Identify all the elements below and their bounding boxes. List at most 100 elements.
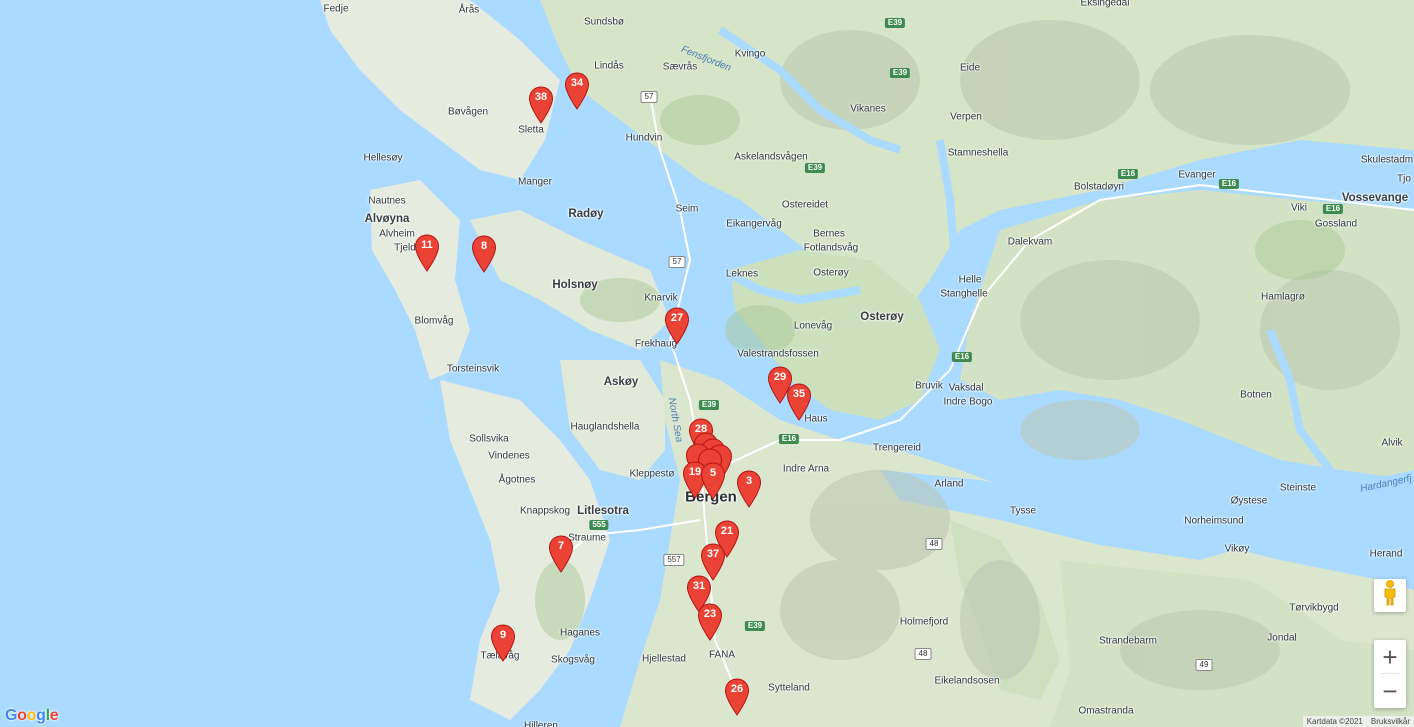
marker-label: 35 [792,388,806,400]
logo-letter: g [36,707,46,724]
marker-pin-icon [548,535,574,573]
place-label-skulestadmo: Skulestadm [1360,154,1414,166]
map-marker-31[interactable]: 31 [686,575,712,613]
place-label-leknes: Leknes [725,268,759,280]
road-shield: 557 [663,554,685,566]
marker-pin-icon [697,603,723,641]
map-marker-37[interactable]: 37 [700,543,726,581]
place-label-sundsbo: Sundsbø [583,16,625,28]
place-label-vikanes: Vikanes [850,103,886,115]
map-marker-27[interactable]: 27 [664,307,690,345]
road-shield: E16 [778,434,800,444]
place-label-seim: Seim [675,203,699,215]
place-label-knappskog: Knappskog [519,505,571,517]
road-shield: E16 [1218,179,1240,189]
road-shield: 555 [589,520,609,530]
map-marker-35[interactable]: 35 [786,383,812,421]
place-label-indre_arna: Indre Arna [782,463,830,475]
place-label-eikangervag: Eikangervåg [726,218,782,230]
place-label-botnen: Botnen [1240,389,1272,401]
place-label-frekhaug: Frekhaug [634,338,678,350]
place-label-oystese: Øystese [1230,495,1268,507]
place-label-verpen: Verpen [950,111,982,123]
map-marker-9[interactable]: 9 [490,624,516,662]
marker-label: 23 [703,608,717,620]
place-label-nautnes: Nautnes [368,195,406,207]
land-western-islands [320,0,560,180]
marker-pin-icon [471,235,497,273]
place-label-alvheim: Alvheim [379,228,415,240]
place-label-haus: Haus [804,413,828,425]
marker-label: 19 [688,466,702,478]
place-label-sletta: Sletta [518,124,544,136]
place-label-omastranda: Omastranda [1078,705,1134,717]
place-label-fana: FANA [708,649,736,661]
place-label-manger: Manger [518,176,552,188]
place-label-stanghelle: Stanghelle [940,288,988,300]
place-label-askoy: Askøy [603,376,639,388]
place-label-hjellestad: Hjellestad [642,653,686,665]
marker-pin-icon [724,678,750,716]
place-label-eksingedal: Eksingedal [1080,0,1130,9]
map-marker-29[interactable]: 29 [767,366,793,404]
marker-label: 38 [534,91,548,103]
place-label-indre_bogo: Indre Bogo [943,396,993,408]
zoom-control: + − [1374,640,1406,708]
map-marker-23[interactable]: 23 [697,603,723,641]
map-marker-21[interactable]: 21 [714,520,740,558]
road-shield: E16 [1117,169,1139,179]
map-marker-5[interactable]: 5 [700,462,726,500]
google-logo[interactable]: Google [5,707,59,725]
map-marker-8[interactable]: 8 [471,235,497,273]
place-label-eikelandsosen: Eikelandsosen [934,675,1000,687]
logo-letter: l [45,707,50,724]
marker-label: 9 [499,629,507,641]
place-label-hilleren: Hilleren [524,720,558,727]
map-marker-11[interactable]: 11 [414,234,440,272]
place-label-lonevag: Lonevåg [793,320,833,332]
map-marker-26[interactable]: 26 [724,678,750,716]
marker-label: 28 [694,423,708,435]
road-shield: 49 [1195,659,1213,671]
marker-label: 8 [480,240,488,252]
marker-pin-icon [700,543,726,581]
place-label-alvik: Alvik [1381,437,1403,449]
logo-letter: e [49,707,59,724]
place-label-trengereid: Trengereid [873,442,921,454]
place-label-tysse: Tysse [1009,505,1037,517]
place-label-agotnes: Ågotnes [498,474,536,486]
terms-link[interactable]: Bruksvilkår [1370,717,1410,726]
marker-label: 7 [557,540,565,552]
place-label-skogsvag: Skogsvåg [551,654,595,666]
place-label-sollsvika: Sollsvika [469,433,509,445]
street-view-pegman-button[interactable] [1374,579,1406,612]
place-label-hamlagro: Hamlagrø [1261,291,1305,303]
map-marker-7[interactable]: 7 [548,535,574,573]
place-label-strandebarm: Strandebarm [1099,635,1157,647]
road-shield: E39 [889,68,911,78]
marker-pin-icon [700,462,726,500]
place-label-straume: Straume [568,532,606,544]
map-marker-34[interactable]: 34 [564,72,590,110]
road-shield: E39 [744,621,766,631]
zoom-out-button[interactable]: − [1382,675,1398,706]
place-label-valestrandsfossen: Valestrandsfossen [737,348,819,360]
map-marker-38[interactable]: 38 [528,86,554,124]
road-shield: E16 [951,352,973,362]
road-shield: E16 [1322,204,1344,214]
logo-letter: o [26,707,37,724]
place-label-arland: Arland [934,478,964,490]
place-label-askelandsvagen: Askelandsvågen [734,151,808,163]
place-label-jondal: Jondal [1267,632,1297,644]
marker-label: 34 [570,77,584,89]
place-label-vossevangen: Vossevange [1341,192,1409,204]
road-shield: 57 [668,256,686,268]
place-label-bovagen: Bøvågen [447,106,489,118]
zoom-in-button[interactable]: + [1382,641,1398,672]
marker-pin-icon [490,624,516,662]
place-label-dalekvam: Dalekvam [1007,236,1053,248]
marker-pin-icon [414,234,440,272]
map-marker-3[interactable]: 3 [736,470,762,508]
road-shield: E39 [804,163,826,173]
